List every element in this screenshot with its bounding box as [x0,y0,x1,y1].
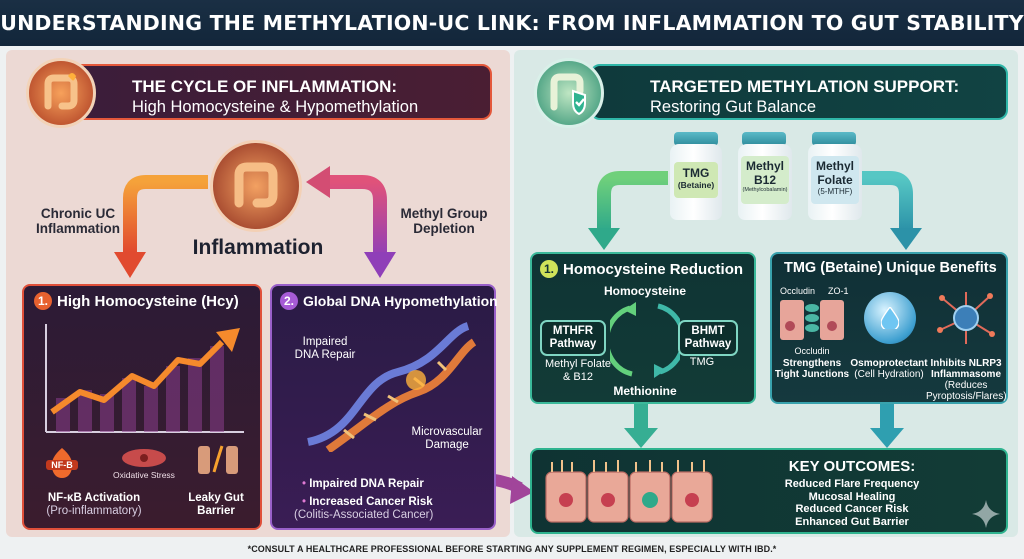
supplement-bottles: TMG (Betaine) Methyl B12 (Methylcobalami… [668,132,864,222]
tight-junction-cells-icon [780,300,844,340]
outcome-item: Reduced Flare Frequency [784,478,920,490]
card-tmg-title: TMG (Betaine) Unique Benefits [784,260,997,276]
dna-helix-graphic [307,322,477,452]
card-tmg-benefits: TMG (Betaine) Unique Benefits Occludin Z… [770,252,1008,404]
zo1-label: ZO-1 [828,286,849,296]
osmoprotectant-cell-icon [864,292,916,344]
support-heading-line1: TARGETED METHYLATION SUPPORT: [650,77,960,96]
support-heading-line2: Restoring Gut Balance [650,98,817,116]
dna-bullet-list: • Impaired DNA Repair • Increased Cancer… [294,478,434,521]
healthy-gut-lining-graphic [545,460,713,523]
arrow-to-hcy-reduction [597,171,668,230]
methyl-folate-b12-label: Methyl Folate& B12 [544,358,612,383]
folate-bottle-line1: Methyl [815,159,854,173]
outcome-item: Enhanced Gut Barrier [795,515,909,528]
inflammation-heading-box: THE CYCLE OF INFLAMMATION: High Homocyst… [72,64,492,120]
folate-bottle-line3: (5-MTHF) [817,187,853,196]
support-heading-box: TARGETED METHYLATION SUPPORT: Restoring … [590,64,1008,120]
arrow-hr-down-head [624,428,658,448]
card-hr-title: 1.Homocysteine Reduction [540,260,743,278]
methionine-label: Methionine [613,384,677,398]
key-outcomes-list: Reduced Flare Frequency Mucosal Healing … [752,478,952,528]
benefit-osmoprotectant: Osmoprotectant(Cell Hydration) [850,358,928,380]
arrow-tmg-down [880,404,894,430]
card-high-homocysteine: 1.High Homocysteine (Hcy) NF-B Oxidative… [22,284,262,530]
arrow-to-tmg-benefits-head [890,228,922,250]
inflammation-heading-line1: THE CYCLE OF INFLAMMATION: [132,77,398,96]
arrow-chronic-uc-head [114,252,146,278]
inflammation-heading-line2: High Homocysteine & Hypomethylation [132,98,419,116]
b12-bottle-line2: B12 [753,173,776,187]
occludin-bottom-label: Occludin [794,346,830,356]
arrow-to-outcomes-head [510,476,534,504]
tmg-bottle: TMG (Betaine) [670,144,722,220]
folate-bottle: Methyl Folate (5-MTHF) [808,144,862,220]
outcome-item: Reduced Cancer Risk [795,503,909,515]
card-hcy-title: 1.High Homocysteine (Hcy) [34,292,239,310]
oxidative-stress-label: Oxidative Stress [113,470,175,480]
b12-bottle: Methyl B12 (Methylcobalamin) [738,144,792,220]
healthy-colon-shield-icon [534,58,604,128]
arrow-hr-down [634,404,648,430]
sparkle-icon [972,500,1000,528]
inflammation-colon-icon [210,140,302,232]
arrow-methyl-depletion-head [306,166,330,198]
folate-bottle-line2: Folate [817,173,853,187]
oxidative-stress-icon [114,444,174,470]
label-inflammation: Inflammation [192,236,324,259]
card-homocysteine-reduction: 1.Homocysteine Reduction Homocysteine MT… [530,252,756,404]
homocysteine-label: Homocysteine [603,284,687,298]
arrow-to-hcy-reduction-head [588,228,620,250]
arrow-to-tmg-benefits [858,171,913,230]
arrow-methyl-depletion [330,175,387,258]
leaky-gut-icon [196,442,240,476]
key-outcomes-title: KEY OUTCOMES: [788,458,916,475]
outcome-item: Mucosal Healing [808,490,896,503]
nlrp3-inflammasome-icon [937,292,995,344]
arrow-dna-head [364,252,396,278]
b12-bottle-line3: (Methylcobalamin) [742,187,788,193]
tmg-bottle-line2: (Betaine) [677,180,715,190]
arrow-chronic-uc [123,175,208,252]
b12-bottle-line1: Methyl [745,159,784,173]
rising-chart-graphic [45,324,244,433]
page-title: ‘UNDERSTANDING THE METHYLATION-UC LINK: … [0,11,1024,35]
tmg-label: TMG [689,356,715,368]
tmg-bottle-cap [674,132,718,146]
methylation-cycle-graphic [610,302,680,378]
arrow-tmg-down-head [870,428,904,448]
tmg-bottle-line1: TMG [682,166,710,180]
occludin-top-label: Occludin [780,286,816,296]
disclaimer-footer: *CONSULT A HEALTHCARE PROFESSIONAL BEFOR… [247,544,777,554]
card-dna-title: 2.Global DNA Hypomethylation [280,292,498,310]
inflamed-colon-icon [26,58,96,128]
folate-bottle-cap [812,132,856,146]
nfkb-flame-icon: NF-B [42,448,82,478]
b12-bottle-cap [742,132,786,146]
card-key-outcomes: KEY OUTCOMES: Reduced Flare Frequency Mu… [530,448,1008,534]
title-bar: ‘UNDERSTANDING THE METHYLATION-UC LINK: … [0,0,1024,46]
nfkb-activation-label: NF-κB Activation (Pro-inflammatory) [46,492,142,517]
